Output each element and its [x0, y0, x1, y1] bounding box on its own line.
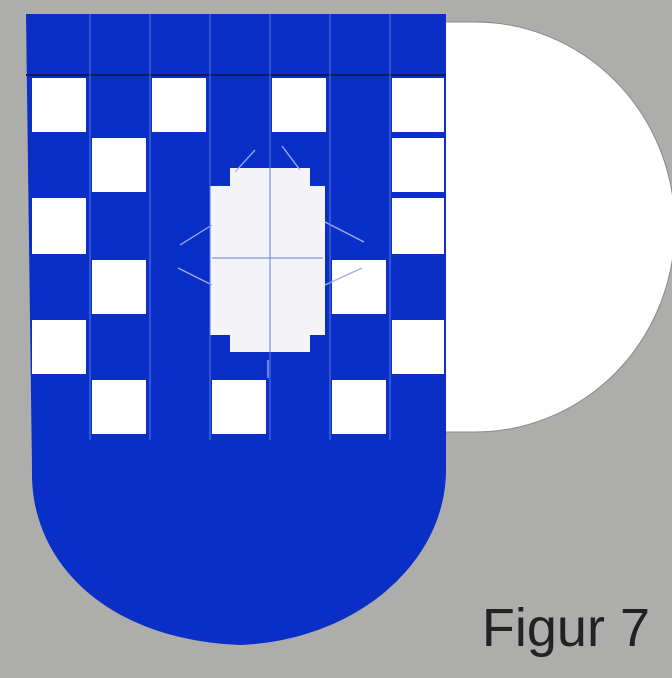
white-weave-square: [92, 260, 146, 314]
white-weave-square: [92, 138, 146, 192]
white-weave-square: [32, 198, 86, 254]
center-cross-cutout: [210, 168, 325, 352]
white-weave-square: [212, 380, 266, 434]
white-weave-square: [392, 138, 444, 192]
white-weave-square: [92, 380, 146, 434]
white-weave-square: [392, 78, 444, 132]
white-weave-square: [32, 320, 86, 374]
white-weave-square: [32, 78, 86, 132]
white-weave-square: [152, 78, 206, 132]
white-weave-square: [332, 260, 386, 314]
white-weave-square: [332, 380, 386, 434]
white-weave-square: [392, 198, 444, 254]
white-weave-square: [392, 320, 444, 374]
figure-caption: Figur 7: [482, 598, 650, 658]
white-weave-square: [272, 78, 326, 132]
